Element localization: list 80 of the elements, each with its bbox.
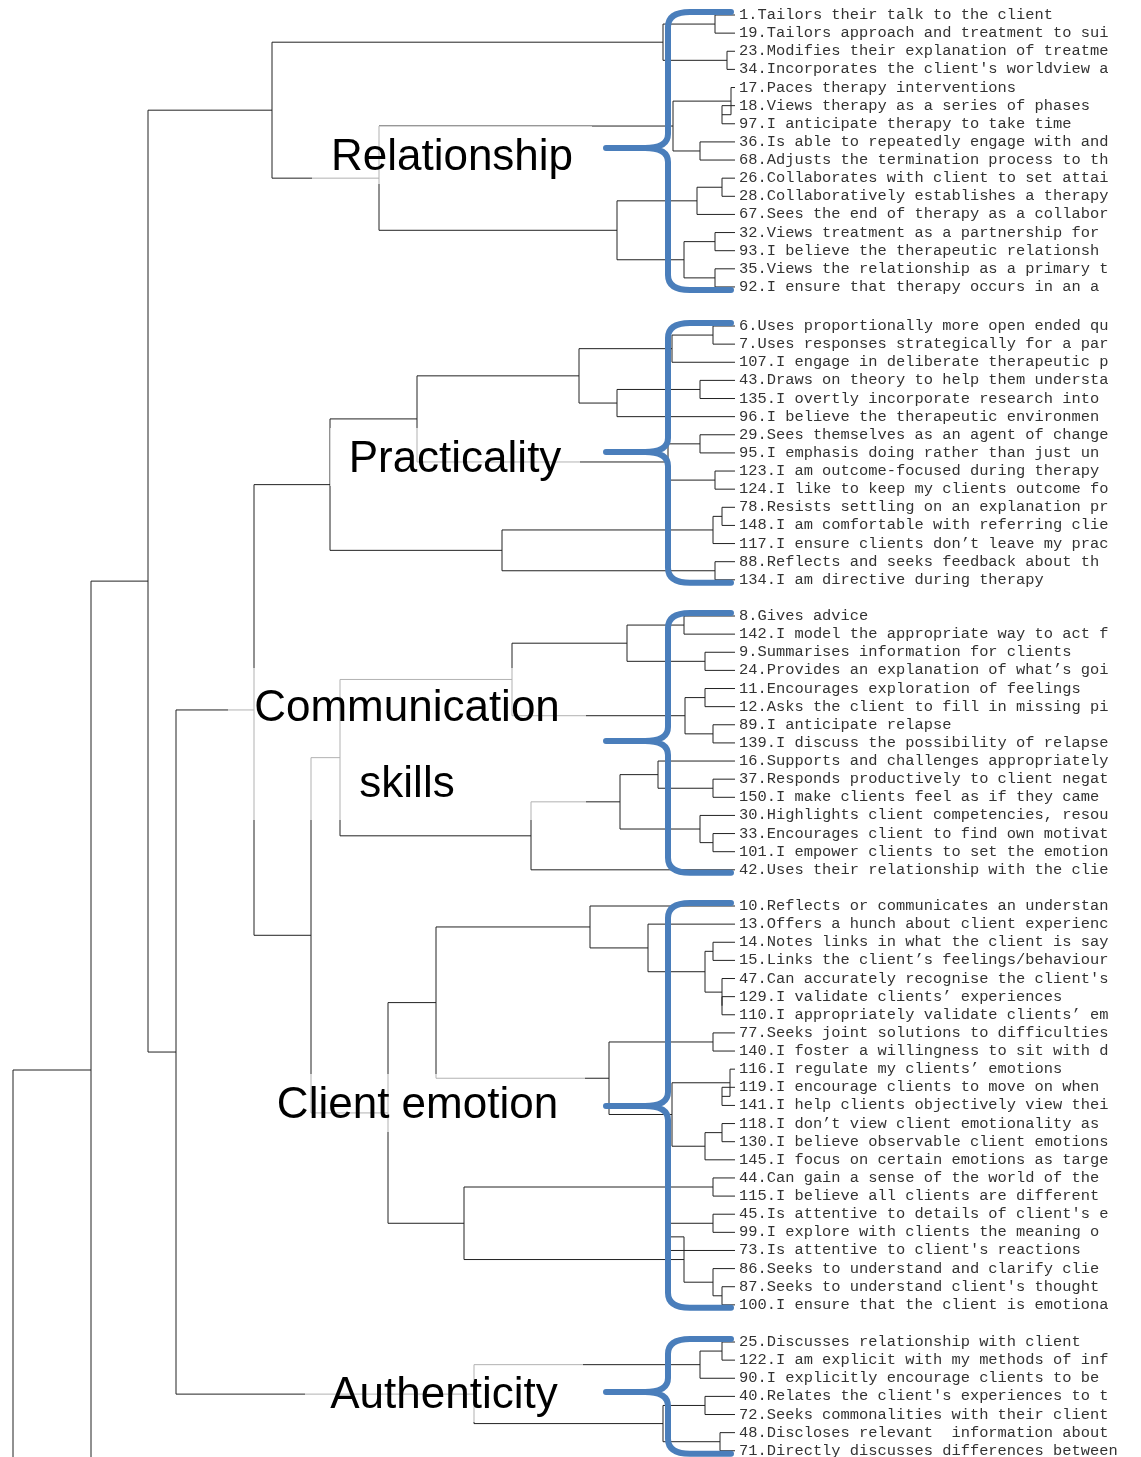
- item-text: 14.Notes links in what the client is say: [739, 933, 1109, 952]
- item-text: 36.Is able to repeatedly engage with and: [739, 132, 1109, 151]
- item-text: 78.Resists settling on an explanation pr: [739, 498, 1109, 517]
- item-text: 48.Discloses relevant information about: [739, 1423, 1109, 1442]
- item-text: 123.I am outcome-focused during therapy: [739, 462, 1100, 481]
- item-text: 10.Reflects or communicates an understan: [739, 897, 1109, 915]
- item-text: 116.I regulate my clients’ emotions: [739, 1060, 1063, 1079]
- item-text: 18.Views therapy as a series of phases: [739, 96, 1090, 115]
- item-text: 148.I am comfortable with referring clie: [739, 516, 1109, 535]
- item-text: 43.Draws on theory to help them understa: [739, 371, 1109, 390]
- item-text: 13.Offers a hunch about client experienc: [739, 915, 1109, 934]
- item-text: 97.I anticipate therapy to take time: [739, 114, 1072, 133]
- item-text: 19.Tailors approach and treatment to sui: [739, 24, 1109, 43]
- item-text: 6.Uses proportionally more open ended qu: [739, 317, 1109, 335]
- item-text: 16.Supports and challenges appropriately: [739, 752, 1109, 771]
- item-text: 110.I appropriately validate clients’ em: [739, 1005, 1109, 1024]
- item-text: 118.I don’t view client emotionality as: [739, 1114, 1100, 1133]
- item-text: 141.I help clients objectively view thei: [739, 1096, 1109, 1115]
- item-text: 90.I explicitly encourage clients to be: [739, 1369, 1100, 1388]
- item-text: 100.I ensure that the client is emotiona: [739, 1295, 1109, 1314]
- item-text: 1.Tailors their talk to the client: [739, 6, 1054, 24]
- item-text: 135.I overtly incorporate research into: [739, 389, 1100, 408]
- item-text: 119.I encourage clients to move on when: [739, 1078, 1100, 1097]
- item-text: 150.I make clients feel as if they came: [739, 788, 1100, 807]
- item-text: 86.Seeks to understand and clarify clie: [739, 1259, 1100, 1278]
- item-text: 92.I ensure that therapy occurs in an a: [739, 277, 1100, 296]
- item-text: 88.Reflects and seeks feedback about th: [739, 552, 1100, 571]
- item-text: 115.I believe all clients are different: [739, 1187, 1100, 1206]
- item-text: 40.Relates the client's experiences to t: [739, 1387, 1109, 1406]
- cluster-label: Relationship: [312, 126, 592, 184]
- item-text: 77.Seeks joint solutions to difficulties: [739, 1023, 1109, 1042]
- cluster-label: Practicality: [330, 428, 580, 486]
- item-text: 67.Sees the end of therapy as a collabor: [739, 205, 1109, 224]
- item-text: 95.I emphasis doing rather than just un: [739, 443, 1100, 462]
- item-text: 34.Incorporates the client's worldview a: [739, 60, 1109, 79]
- item-text: 142.I model the appropriate way to act f: [739, 625, 1109, 644]
- item-text: 11.Encourages exploration of feelings: [739, 679, 1081, 698]
- item-text: 139.I discuss the possibility of relapse: [739, 733, 1109, 752]
- item-text: 140.I foster a willingness to sit with d: [739, 1042, 1109, 1061]
- item-text: 29.Sees themselves as an agent of change: [739, 425, 1109, 444]
- item-text: 71.Directly discusses differences between: [739, 1441, 1118, 1457]
- item-text: 145.I focus on certain emotions as targe: [739, 1150, 1109, 1169]
- item-text: 17.Paces therapy interventions: [739, 78, 1017, 97]
- item-text: 107.I engage in deliberate therapeutic p: [739, 353, 1109, 372]
- item-text: 33.Encourages client to find own motivat: [739, 824, 1109, 843]
- item-text: 96.I believe the therapeutic environmen: [739, 407, 1100, 426]
- item-text: 35.Views the relationship as a primary t: [739, 259, 1109, 278]
- item-text: 93.I believe the therapeutic relationsh: [739, 241, 1100, 260]
- item-text: 117.I ensure clients don’t leave my prac: [739, 534, 1109, 553]
- item-text: 44.Can gain a sense of the world of the: [739, 1168, 1100, 1187]
- item-text: 130.I believe observable client emotions: [739, 1132, 1109, 1151]
- item-text: 25.Discusses relationship with client: [739, 1333, 1081, 1351]
- item-text: 7.Uses responses strategically for a par: [739, 335, 1109, 354]
- item-text: 99.I explore with clients the meaning o: [739, 1223, 1100, 1242]
- item-text: 15.Links the client’s feelings/behaviour: [739, 951, 1109, 970]
- item-text: 72.Seeks commonalities with their client: [739, 1405, 1109, 1424]
- item-text: 42.Uses their relationship with the clie: [739, 860, 1109, 879]
- item-text: 26.Collaborates with client to set attai: [739, 169, 1109, 188]
- item-text: 122.I am explicit with my methods of inf: [739, 1351, 1109, 1370]
- cluster-label: Authenticity: [305, 1364, 583, 1422]
- item-text: 32.Views treatment as a partnership for: [739, 223, 1100, 242]
- item-text: 73.Is attentive to client's reactions: [739, 1241, 1081, 1260]
- item-text: 37.Responds productively to client negat: [739, 770, 1109, 789]
- item-text: 101.I empower clients to set the emotion: [739, 842, 1109, 861]
- item-text: 68.Adjusts the termination process to th: [739, 151, 1109, 170]
- item-text: 23.Modifies their explanation of treatme: [739, 42, 1109, 61]
- item-text: 45.Is attentive to details of client's e: [739, 1205, 1109, 1224]
- item-text: 87.Seeks to understand client's thought: [739, 1277, 1100, 1296]
- item-text: 8.Gives advice: [739, 607, 869, 625]
- item-text: 9.Summarises information for clients: [739, 643, 1072, 662]
- item-text: 30.Highlights client competencies, resou: [739, 806, 1109, 825]
- item-text: 89.I anticipate relapse: [739, 715, 952, 734]
- item-text: 129.I validate clients’ experiences: [739, 987, 1063, 1006]
- item-text: 134.I am directive during therapy: [739, 570, 1044, 589]
- item-text: 124.I like to keep my clients outcome fo: [739, 480, 1109, 499]
- item-text: 12.Asks the client to fill in missing pi: [739, 697, 1109, 716]
- item-text: 47.Can accurately recognise the client's: [739, 969, 1109, 988]
- cluster-label: Communication skills: [228, 668, 586, 820]
- item-text: 24.Provides an explanation of what’s goi: [739, 661, 1109, 680]
- item-text: 28.Collaboratively establishes a therapy: [739, 187, 1109, 206]
